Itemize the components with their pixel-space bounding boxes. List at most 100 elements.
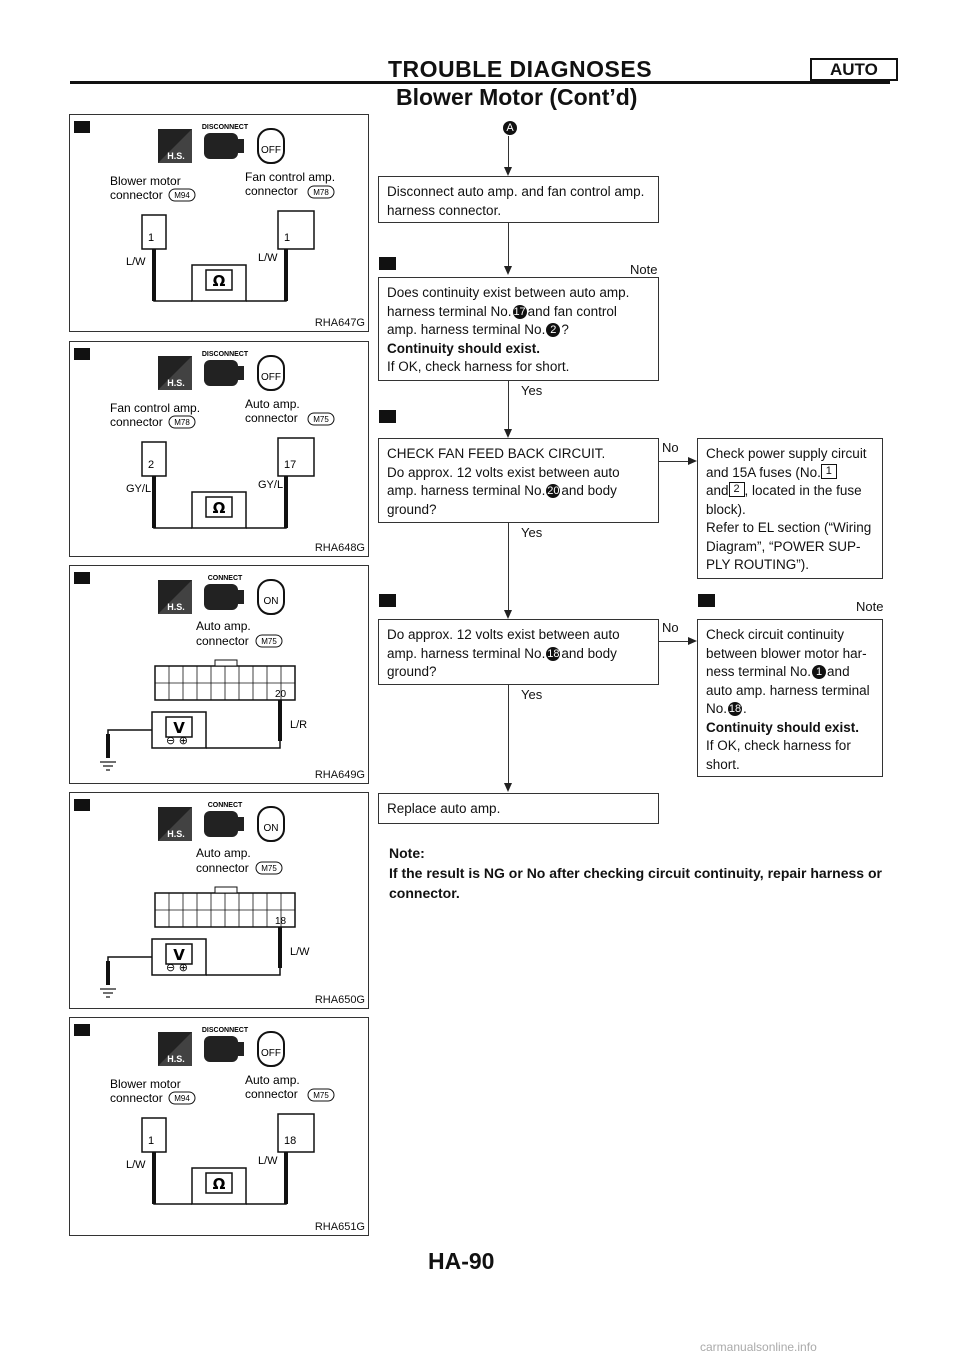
no-label-1: No — [662, 440, 679, 455]
pin-number-label: 1 — [148, 232, 154, 244]
right-connector-name: Auto amp. — [245, 397, 300, 411]
right-wire-color: L/W — [258, 252, 278, 264]
yes-label-1: Yes — [521, 383, 543, 398]
figure-id: RHA648G — [314, 542, 365, 554]
figure-label-icon — [74, 799, 90, 811]
right-connector-name: Auto amp. — [245, 1073, 300, 1087]
connector-name: Auto amp. — [196, 619, 251, 633]
flow-step-continuity: Does continuity exist between auto amp. … — [378, 277, 659, 381]
figure-ref-g-icon — [379, 410, 396, 423]
connect-state-label: DISCONNECT — [202, 351, 249, 358]
left-connector-code: M94 — [174, 1094, 190, 1103]
terminal-2-label: 2 — [546, 323, 561, 338]
connector-plug-icon — [204, 584, 238, 610]
arrow-right-icon — [688, 457, 697, 465]
figure-label-icon — [74, 1024, 90, 1036]
right-wire-color: L/W — [258, 1155, 278, 1167]
hs-label: H.S. — [167, 1054, 185, 1064]
right-connector-code: M78 — [313, 188, 329, 197]
step1-line1: Disconnect auto amp. and fan control amp… — [387, 184, 645, 199]
figure-id: RHA647G — [314, 317, 365, 329]
left-connector-name: Fan control amp. — [110, 401, 200, 415]
connector-code-tag — [255, 861, 283, 875]
key-state-label: OFF — [261, 1048, 281, 1059]
hs-badge-icon — [158, 129, 192, 163]
connector-code-tag — [255, 634, 283, 648]
left-connector-code-tag — [168, 415, 196, 429]
left-wire-color: L/W — [126, 1159, 146, 1171]
pin-number-label: 18 — [284, 1135, 296, 1147]
svg-text:⊖ ⊕: ⊖ ⊕ — [166, 961, 188, 974]
right-connector-name2: connector — [245, 1087, 298, 1101]
pin-number-label: 17 — [284, 459, 296, 471]
figure-panel-f: H.S. DISCONNECT OFF Fan control amp.connect… — [69, 341, 369, 557]
flow-step-disconnect: Disconnect auto amp. and fan control amp… — [378, 176, 659, 223]
right-connector-code: M75 — [313, 1091, 329, 1100]
connector-plug-icon — [204, 133, 238, 159]
page-number: HA-90 — [428, 1248, 495, 1274]
meter-symbol-label: Ω — [213, 499, 226, 517]
section-title: TROUBLE DIAGNOSES — [388, 56, 653, 82]
no-label-2: No — [662, 620, 679, 635]
right-wire-color: GY/L — [258, 479, 283, 491]
fuse-1-label: 1 — [820, 463, 837, 479]
flow-start-marker: A — [502, 119, 518, 135]
connector-plug-icon — [204, 811, 238, 837]
watermark: carmanualsonline.info — [700, 1340, 817, 1354]
arrow-down-icon — [504, 429, 512, 438]
right-connector-name: Fan control amp. — [245, 170, 335, 184]
right-connector-code: M75 — [313, 415, 329, 424]
figure-id: RHA651G — [314, 1221, 365, 1233]
flow-side-circuit-continuity: Check circuit continuity between blower … — [697, 619, 883, 777]
left-wire-color: GY/L — [126, 483, 151, 495]
fuse-2-label: 2 — [728, 482, 745, 497]
wire-color: L/R — [290, 719, 307, 731]
step3-line4: ground? — [387, 501, 437, 517]
right-connector-code-tag — [307, 412, 335, 426]
left-connector-code: M78 — [174, 418, 190, 427]
connect-state-label: DISCONNECT — [202, 1027, 249, 1034]
pin-number-label: 20 — [275, 689, 287, 700]
figure-ref-f-icon — [379, 257, 396, 270]
key-state-label: ON — [264, 596, 279, 607]
pin-number-label: 1 — [148, 1135, 154, 1147]
terminal-17-label: 17 — [512, 304, 527, 319]
right-connector-name2: connector — [245, 184, 298, 198]
left-connector-name: Blower motor — [110, 174, 181, 188]
figure-id: RHA650G — [314, 994, 365, 1006]
wiring-figure-svg: H.S. DISCONNECT OFF Fan control amp.connect… — [74, 348, 335, 529]
key-state-label: OFF — [261, 372, 281, 383]
pin-number-label: 2 — [148, 459, 154, 471]
step3-line1: CHECK FAN FEED BACK CIRCUIT. — [387, 446, 606, 461]
arrow-down-icon — [504, 783, 512, 792]
hs-badge-icon — [158, 580, 192, 614]
section-subtitle: Blower Motor (Cont’d) — [396, 84, 638, 110]
connect-state-label: CONNECT — [208, 802, 243, 809]
terminal-1-label: 1 — [812, 665, 827, 680]
connect-state-label: DISCONNECT — [202, 124, 249, 131]
left-connector-name2: connector — [110, 188, 163, 202]
hs-label: H.S. — [167, 151, 185, 161]
arrow-down-icon — [504, 167, 512, 176]
connector-name: Auto amp. — [196, 846, 251, 860]
step1-line2: harness connector. — [387, 202, 502, 218]
connector-body-icon — [277, 1113, 315, 1153]
connector-body-icon — [141, 441, 167, 477]
left-connector-name2: connector — [110, 415, 163, 429]
flow-step-fan-feedback: CHECK FAN FEED BACK CIRCUIT. Do approx. … — [378, 438, 659, 523]
note-text: If the result is NG or No after checking… — [389, 865, 882, 901]
hs-label: H.S. — [167, 378, 185, 388]
hs-label: H.S. — [167, 829, 185, 839]
connector-code: M75 — [261, 864, 277, 873]
key-state-label: ON — [264, 823, 279, 834]
hs-badge-icon — [158, 356, 192, 390]
figure-label-icon — [74, 348, 90, 360]
connector-body-icon — [141, 214, 167, 250]
hs-label: H.S. — [167, 602, 185, 612]
